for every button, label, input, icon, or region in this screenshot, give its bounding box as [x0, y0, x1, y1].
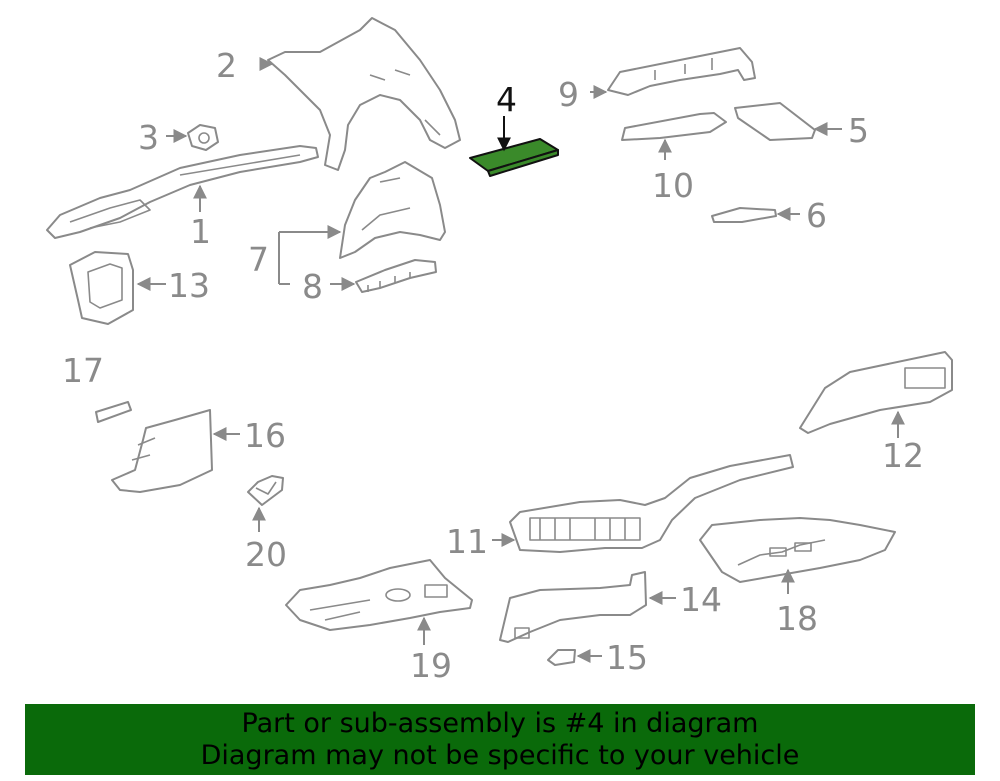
callout-20: 20 — [245, 535, 287, 574]
callout-4: 4 — [496, 80, 517, 119]
part-8-sill-trim — [355, 259, 437, 293]
callout-9: 9 — [558, 75, 579, 114]
callout-10: 10 — [652, 166, 694, 205]
callout-11: 11 — [446, 522, 488, 561]
part-18-console-tray — [699, 517, 896, 583]
part-9-duct — [607, 47, 756, 96]
callout-2: 2 — [216, 46, 237, 85]
part-5-panel — [734, 102, 816, 141]
callout-16: 16 — [244, 416, 286, 455]
callout-13: 13 — [168, 266, 210, 305]
part-13-vent-housing — [69, 251, 134, 325]
part-3-clip — [187, 124, 219, 151]
part-12-trim-panel — [799, 351, 953, 434]
callout-5: 5 — [848, 111, 869, 150]
part-20-bracket — [247, 475, 284, 506]
callout-17: 17 — [62, 351, 104, 390]
part-15-clip — [547, 649, 576, 666]
callout-12: 12 — [882, 436, 924, 475]
callout-15: 15 — [606, 638, 648, 677]
part-11-console-bracket — [509, 454, 794, 553]
callout-6: 6 — [806, 196, 827, 235]
part-16-side-bracket — [111, 409, 213, 493]
part-2-side-panel — [267, 17, 461, 171]
part-10-panel — [621, 112, 727, 141]
part-6-trim — [711, 207, 777, 223]
callout-8: 8 — [302, 267, 323, 306]
part-1-dash-panel — [46, 145, 319, 239]
callout-14: 14 — [680, 580, 722, 619]
parts-diagram: 1 2 3 4 5 6 7 8 — [46, 17, 953, 685]
part-7-lower-side — [339, 161, 446, 259]
callout-1: 1 — [190, 212, 211, 251]
part-4-highlighted — [469, 138, 559, 177]
banner-line-1: Part or sub-assembly is #4 in diagram — [241, 708, 759, 739]
callout-19: 19 — [410, 646, 452, 685]
part-19-lower-console — [285, 559, 473, 631]
callout-3: 3 — [138, 118, 159, 157]
info-banner: Part or sub-assembly is #4 in diagram Di… — [25, 704, 975, 775]
banner-line-2: Diagram may not be specific to your vehi… — [200, 740, 800, 771]
part-14-bracket — [499, 571, 647, 643]
part-17-strip — [95, 401, 132, 423]
callout-18: 18 — [776, 599, 818, 638]
callout-7: 7 — [248, 240, 269, 279]
